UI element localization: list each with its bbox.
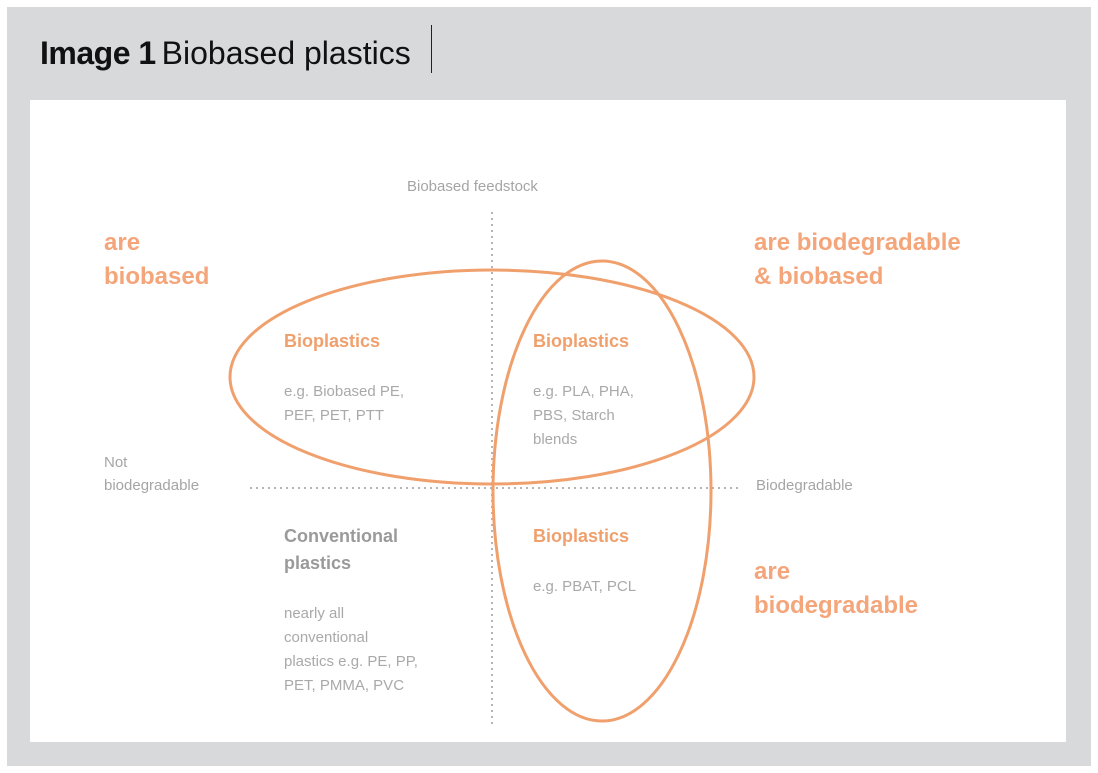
quadrant-top-left-title: Bioplastics bbox=[284, 331, 381, 351]
diagram-panel: Biobased feedstock Not biodegradable Bio… bbox=[30, 100, 1066, 742]
axis-label-not-biodegradable: biodegradable bbox=[104, 477, 200, 494]
quadrant-top-left-line2: PEF, PET, PTT bbox=[284, 407, 385, 424]
label-biodegradable-biobased-1: are biodegradable bbox=[754, 229, 961, 256]
label-biodegradable-biobased-2: & biobased bbox=[754, 263, 884, 290]
quadrant-top-left-line1: e.g. Biobased PE, bbox=[284, 383, 405, 400]
quadrant-bottom-right-title: Bioplastics bbox=[533, 526, 630, 546]
quadrant-top-right-line2: PBS, Starch bbox=[533, 407, 615, 424]
axis-label-biodegradable: Biodegradable bbox=[756, 477, 853, 494]
quadrant-bottom-left-line3: plastics e.g. PE, PP, bbox=[284, 653, 418, 670]
label-are-biobased-2: biobased bbox=[104, 263, 210, 290]
quadrant-bottom-left-title-2: plastics bbox=[284, 553, 352, 573]
label-are-biobased-1: are bbox=[104, 229, 141, 256]
quadrant-bottom-left-line2: conventional bbox=[284, 629, 369, 646]
text-cursor bbox=[431, 25, 432, 73]
axis-label-not: Not bbox=[104, 454, 128, 471]
quadrant-bottom-right-line1: e.g. PBAT, PCL bbox=[533, 578, 637, 595]
quadrant-bottom-left-title-1: Conventional bbox=[284, 526, 399, 546]
figure-title: Biobased plastics bbox=[161, 35, 411, 71]
quadrant-bottom-left-line1: nearly all bbox=[284, 605, 345, 622]
quadrant-top-right-line3: blends bbox=[533, 431, 578, 448]
diagram-canvas bbox=[228, 212, 756, 725]
quadrant-top-right-title: Bioplastics bbox=[533, 331, 630, 351]
quadrant-top-right-line1: e.g. PLA, PHA, bbox=[533, 383, 634, 400]
axis-label-biobased-feedstock: Biobased feedstock bbox=[407, 178, 538, 195]
biodegradable-ellipse bbox=[491, 259, 713, 723]
label-are-biodegradable-2: biodegradable bbox=[754, 592, 919, 619]
label-are-biodegradable-1: are bbox=[754, 558, 791, 585]
quadrant-bottom-left-line4: PET, PMMA, PVC bbox=[284, 677, 405, 694]
figure-number: Image 1 bbox=[40, 35, 156, 71]
